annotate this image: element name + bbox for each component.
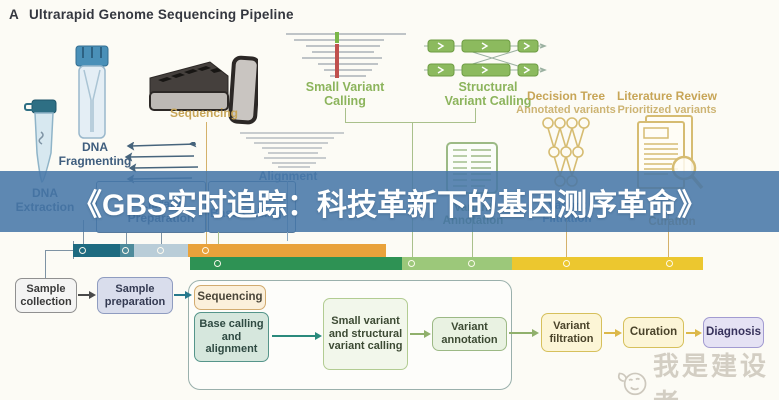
- arrow-icon: [174, 291, 192, 299]
- bracket-line: [345, 122, 476, 123]
- aligned-reads-icon: [240, 132, 344, 168]
- watermark: 我是建设者: [616, 346, 779, 400]
- arrow-icon: [604, 329, 622, 337]
- arrow-icon: [78, 291, 96, 299]
- bracket-line: [345, 108, 346, 122]
- gene-model-icon: [424, 39, 547, 77]
- connector-line: [45, 250, 46, 278]
- connector-line: [83, 220, 84, 247]
- flow-base-calling-alignment: Base calling and alignment: [194, 312, 269, 362]
- timeline-marker: [157, 247, 164, 254]
- timeline-segment: [512, 257, 703, 270]
- figure-title-text: Ultrarapid Genome Sequencing Pipeline: [28, 7, 294, 22]
- timeline-marker: [122, 247, 129, 254]
- flow-sample-preparation: Sample preparation: [97, 277, 173, 314]
- timeline-marker: [468, 260, 475, 267]
- flow-sample-collection: Sample collection: [15, 278, 77, 313]
- panel-label: A: [9, 7, 19, 22]
- flow-sequencing-tag: Sequencing: [194, 285, 266, 310]
- timeline-segment: [190, 257, 402, 270]
- label-literature-review: Literature Review: [616, 89, 718, 103]
- sequencer-icon: [149, 55, 258, 125]
- flow-variant-filtration: Variant filtration: [541, 313, 602, 352]
- bracket-line: [475, 108, 476, 122]
- timeline-marker: [202, 247, 209, 254]
- timeline-marker: [214, 260, 221, 267]
- watermark-text: 我是建设者: [653, 351, 770, 400]
- timeline-marker: [666, 260, 673, 267]
- flow-curation: Curation: [623, 317, 684, 348]
- headline-banner: 《GBS实时追踪：科技革新下的基因测序革命》: [0, 171, 779, 232]
- timeline-marker: [408, 260, 415, 267]
- label-structural-variant-calling: Structural Variant Calling: [444, 80, 532, 109]
- label-decision-tree: Decision Tree: [526, 89, 606, 103]
- timeline-marker: [563, 260, 570, 267]
- figure-title: A Ultrarapid Genome Sequencing Pipeline: [9, 7, 294, 22]
- cryovial-tube-icon: [75, 45, 109, 139]
- flow-variant-annotation: Variant annotation: [432, 317, 507, 351]
- label-prioritized-variants: Prioritized variants: [617, 104, 717, 116]
- arrow-icon: [509, 329, 539, 337]
- arrow-icon: [410, 330, 431, 338]
- timeline-marker: [79, 247, 86, 254]
- connector-line: [126, 233, 127, 247]
- arrow-icon: [272, 332, 322, 340]
- flow-diagnosis: Diagnosis: [703, 317, 764, 348]
- label-annotated-variants: Annotated variants: [516, 104, 616, 116]
- connector-line: [161, 233, 162, 247]
- timeline-axis-line: [58, 250, 73, 251]
- label-small-variant-calling: Small Variant Calling: [305, 80, 385, 109]
- timeline-segment: [188, 244, 386, 257]
- variant-reads-icon: [286, 32, 406, 78]
- headline-text: 《GBS实时追踪：科技革新下的基因测序革命》: [71, 188, 707, 222]
- watermark-bird-icon: [617, 372, 647, 396]
- timeline-segment: [402, 257, 512, 270]
- label-sequencing: Sequencing: [169, 106, 238, 120]
- label-dna-fragmenting: DNA Fragmenting: [58, 140, 132, 168]
- flow-small-structural-calling: Small variant and structural variant cal…: [323, 298, 408, 370]
- arrow-icon: [686, 329, 702, 337]
